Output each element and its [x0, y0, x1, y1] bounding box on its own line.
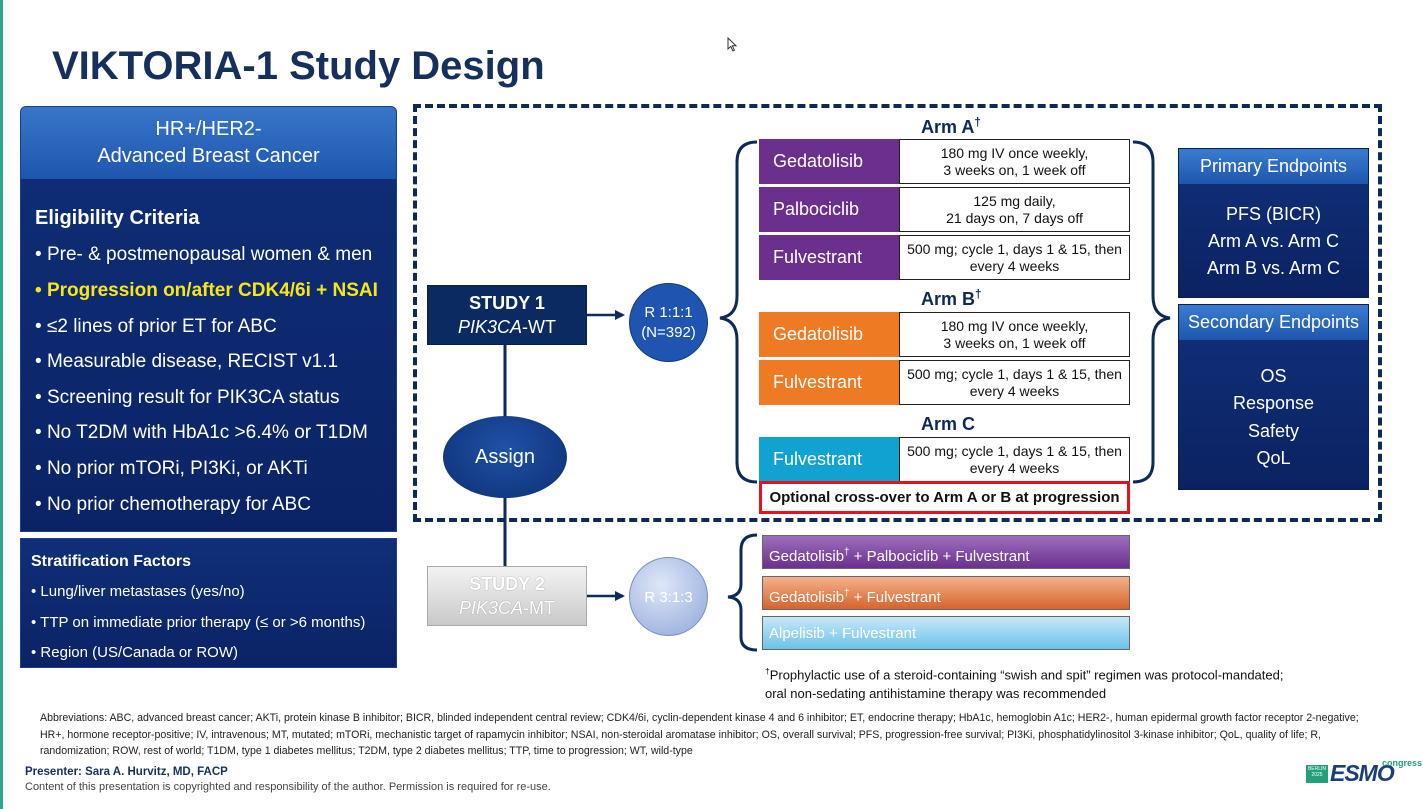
- esmo-logo-congress: congress: [1382, 758, 1423, 768]
- primary-endpoints-box: Primary Endpoints PFS (BICR) Arm A vs. A…: [1178, 148, 1369, 298]
- study1-randomization-node: R 1:1:1 (N=392): [629, 283, 708, 362]
- study2-population: PIK3CA-MT: [458, 598, 555, 618]
- eligibility-item: • Screening result for PIK3CA status: [35, 387, 340, 408]
- endpoints-right-brace: [1132, 140, 1171, 484]
- primary-endpoint-item: Arm A vs. Arm C: [1207, 231, 1340, 251]
- study2-randomization-node: R 3:1:3: [629, 557, 708, 636]
- abbreviations-text: Abbreviations: ABC, advanced breast canc…: [40, 712, 1359, 757]
- copyright-notice: Content of this presentation is copyrigh…: [25, 781, 551, 793]
- study1-population: PIK3CA-WT: [457, 317, 556, 337]
- eligibility-title: Eligibility Criteria: [35, 207, 200, 229]
- study1-box: STUDY 1 PIK3CA-WT: [427, 285, 587, 345]
- study2-arm-triplet: Gedatolisib† + Palbociclib + Fulvestrant: [762, 535, 1130, 569]
- population-line2: Advanced Breast Cancer: [97, 145, 320, 167]
- arm-b-label: Arm B†: [921, 288, 982, 309]
- left-accent-bar: [0, 0, 3, 809]
- secondary-endpoints-title: Secondary Endpoints: [1179, 305, 1368, 340]
- crossover-note: Optional cross-over to Arm A or B at pro…: [759, 481, 1130, 514]
- study1-sample-size: (N=392): [641, 324, 696, 341]
- eligibility-item: • No prior chemotherapy for ABC: [35, 494, 311, 515]
- study1-dashed-frame: [413, 104, 1382, 522]
- study1-randomization-ratio: R 1:1:1: [644, 304, 693, 321]
- arm-c-label: Arm C: [921, 414, 976, 434]
- arm-a-drug-fulvestrant: Fulvestrant: [759, 235, 899, 280]
- arm-b-drug-fulvestrant: Fulvestrant: [759, 360, 899, 405]
- arm-b-dose-gedatolisib: 180 mg IV once weekly,3 weeks on, 1 week…: [899, 312, 1130, 357]
- arm-a-label: Arm A†: [921, 116, 981, 137]
- stratification-title: Stratification Factors: [31, 553, 192, 570]
- population-line1: HR+/HER2-: [155, 118, 262, 140]
- arm-a-drug-gedatolisib: Gedatolisib: [759, 139, 899, 184]
- eligibility-item-highlight: • Progression on/after CDK4/6i + NSAI: [35, 280, 378, 301]
- population-header: HR+/HER2- Advanced Breast Cancer: [21, 107, 396, 179]
- secondary-endpoint-item: Response: [1232, 393, 1315, 413]
- presenter-credit: Presenter: Sara A. Hurvitz, MD, FACP: [25, 766, 228, 778]
- secondary-endpoint-item: QoL: [1256, 448, 1291, 468]
- secondary-endpoint-item: Safety: [1247, 421, 1300, 441]
- secondary-endpoints-box: Secondary Endpoints OS Response Safety Q…: [1178, 304, 1369, 490]
- stratification-item: • Lung/liver metastases (yes/no): [31, 583, 245, 600]
- arm-a-dose-palbociclib: 125 mg daily,21 days on, 7 days off: [899, 187, 1130, 232]
- stratification-item: • Region (US/Canada or ROW): [31, 644, 238, 661]
- eligibility-item: • No T2DM with HbA1c >6.4% or T1DM: [35, 422, 368, 443]
- assign-node: Assign: [443, 416, 567, 498]
- mouse-pointer-icon: [727, 37, 738, 52]
- study1-label: STUDY 1: [469, 293, 545, 313]
- page-title: VIKTORIA-1 Study Design: [52, 44, 545, 88]
- study2-label: STUDY 2: [469, 574, 545, 594]
- eligibility-item: • Measurable disease, RECIST v1.1: [35, 351, 339, 372]
- eligibility-item: • No prior mTORi, PI3Ki, or AKTi: [35, 458, 308, 479]
- eligibility-panel: HR+/HER2- Advanced Breast Cancer Eligibi…: [20, 106, 397, 532]
- stratification-item: • TTP on immediate prior therapy (≤ or >…: [31, 614, 366, 631]
- study2-arm-alpelisib: Alpelisib + Fulvestrant: [762, 616, 1130, 650]
- arm-a-drug-palbociclib: Palbociclib: [759, 187, 899, 232]
- study2-arm-doublet: Gedatolisib† + Fulvestrant: [762, 576, 1130, 610]
- study1-left-brace: [719, 140, 758, 484]
- esmo-logo-word: ESMO: [1330, 760, 1395, 786]
- esmo-congress-logo: BERLIN 2025 ESMO congress: [1306, 756, 1422, 786]
- stratification-panel: Stratification Factors • Lung/liver meta…: [20, 538, 397, 668]
- primary-endpoints-title: Primary Endpoints: [1179, 149, 1368, 184]
- eligibility-item: • Pre- & postmenopausal women & men: [35, 244, 373, 265]
- study2-left-brace: [727, 533, 758, 652]
- esmo-logo-city: BERLIN 2025: [1306, 765, 1328, 783]
- arm-a-dose-gedatolisib: 180 mg IV once weekly,3 weeks on, 1 week…: [899, 139, 1130, 184]
- arm-b-drug-gedatolisib: Gedatolisib: [759, 312, 899, 357]
- dagger-footnote: †Prophylactic use of a steroid-containin…: [765, 666, 1284, 702]
- primary-endpoint-item: Arm B vs. Arm C: [1206, 258, 1340, 278]
- eligibility-item: • ≤2 lines of prior ET for ABC: [35, 316, 277, 337]
- primary-endpoint-item: PFS (BICR): [1225, 204, 1321, 224]
- study2-box: STUDY 2 PIK3CA-MT: [427, 566, 587, 626]
- secondary-endpoint-item: OS: [1260, 366, 1287, 386]
- arm-c-drug-fulvestrant: Fulvestrant: [759, 437, 899, 482]
